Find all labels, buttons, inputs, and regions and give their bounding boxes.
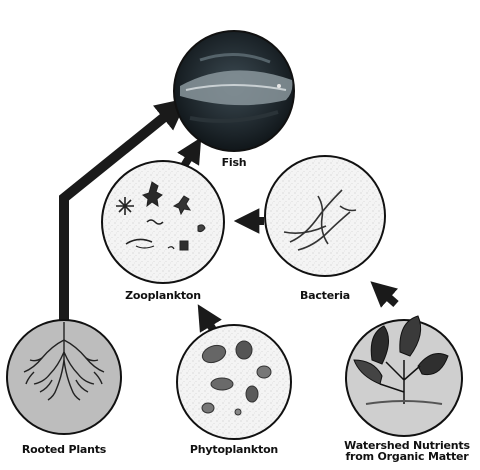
arrow-nutrients-to-bacteria <box>378 288 396 304</box>
node-rooted-plants <box>7 320 121 434</box>
node-bacteria <box>265 156 385 276</box>
node-fish <box>174 31 294 151</box>
label-phytoplankton: Phytoplankton <box>180 443 288 456</box>
node-watershed-nutrients <box>346 316 462 436</box>
arrow-zooplankton-to-fish <box>184 146 196 166</box>
phytoplankton-circle <box>177 325 291 439</box>
label-bacteria: Bacteria <box>285 289 365 302</box>
label-rooted-plants: Rooted Plants <box>12 443 116 456</box>
label-fish: Fish <box>214 156 254 169</box>
bacteria-circle <box>265 156 385 276</box>
label-nutrients: Watershed Nutrients from Organic Matter <box>340 440 474 462</box>
node-zooplankton <box>102 161 224 283</box>
label-nutrients-line2: from Organic Matter <box>340 451 474 462</box>
label-zooplankton: Zooplankton <box>110 289 216 302</box>
node-phytoplankton <box>177 325 291 439</box>
